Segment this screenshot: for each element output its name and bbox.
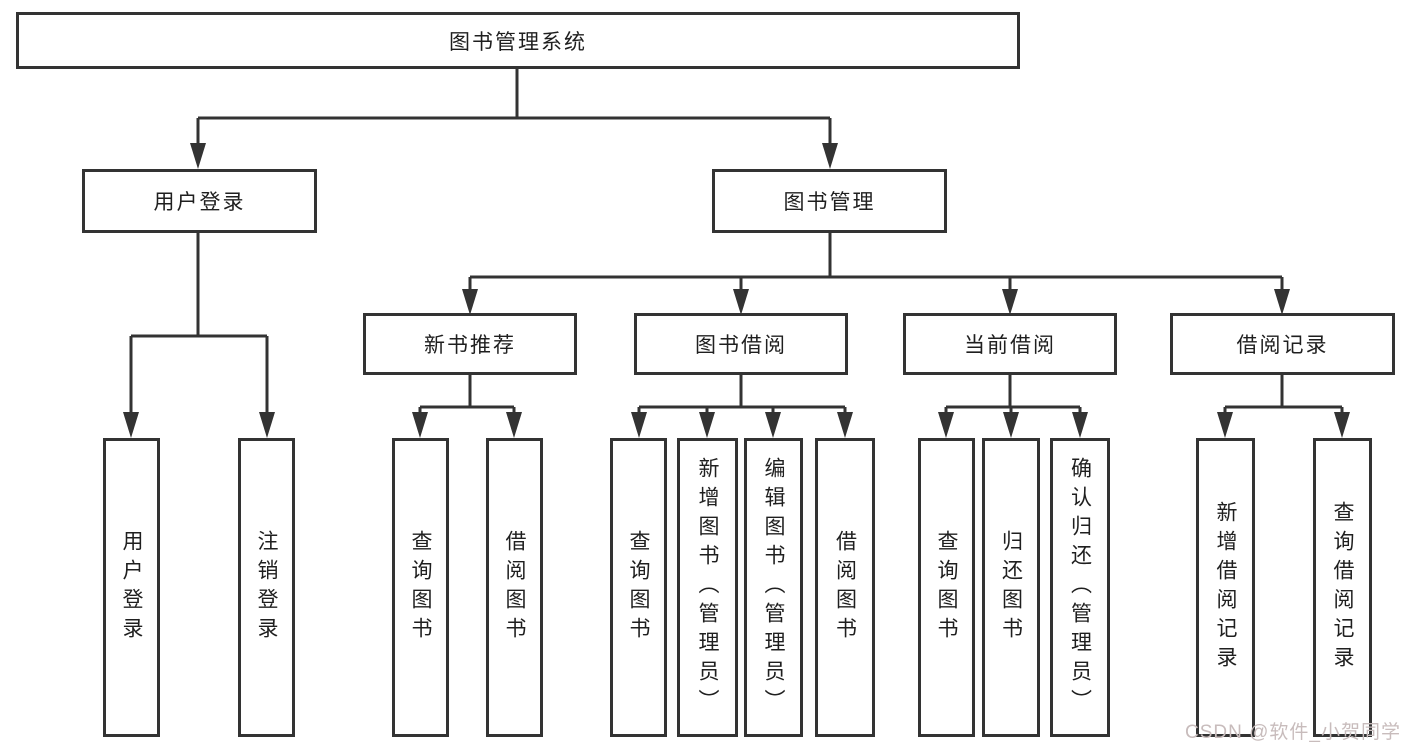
leaf-logout: 注销登录 — [238, 438, 295, 737]
leaf-borrow-books: 借阅图书 — [815, 438, 875, 737]
node-borrowing-records: 借阅记录 — [1170, 313, 1395, 375]
leaf-query-borrow-record: 查询借阅记录 — [1313, 438, 1372, 737]
leaf-add-borrow-record: 新增借阅记录 — [1196, 438, 1255, 737]
node-book-management: 图书管理 — [712, 169, 947, 233]
leaf-user-login: 用户登录 — [103, 438, 160, 737]
node-book-borrowing: 图书借阅 — [634, 313, 848, 375]
node-borrowing-records-label: 借阅记录 — [1236, 334, 1329, 357]
leaf-query-borrow-record-label: 查询借阅记录 — [1331, 500, 1354, 675]
leaf-add-book-admin: 新增图书（管理员） — [677, 438, 738, 737]
node-current-borrowing: 当前借阅 — [903, 313, 1117, 375]
leaf-confirm-return-admin-label: 确认归还（管理员） — [1068, 457, 1092, 718]
leaf-add-book-admin-label: 新增图书（管理员） — [696, 457, 719, 718]
leaf-add-borrow-record-label: 新增借阅记录 — [1214, 500, 1237, 675]
node-user-login-label: 用户登录 — [153, 191, 246, 214]
leaf-borrow-books-label: 借阅图书 — [833, 529, 857, 646]
leaf-query-books-recommend-label: 查询图书 — [409, 529, 432, 646]
leaf-borrow-books-recommend: 借阅图书 — [486, 438, 543, 737]
leaf-query-books-current: 查询图书 — [918, 438, 975, 737]
leaf-query-books-borrowing-label: 查询图书 — [627, 529, 650, 646]
leaf-user-login-label: 用户登录 — [120, 529, 143, 646]
csdn-watermark: CSDN @软件_小贺同学 — [1185, 722, 1401, 743]
leaf-logout-label: 注销登录 — [255, 529, 278, 646]
node-library-management-system-label: 图书管理系统 — [449, 30, 587, 54]
leaf-return-books: 归还图书 — [982, 438, 1040, 737]
leaf-borrow-books-recommend-label: 借阅图书 — [503, 529, 526, 646]
node-user-login: 用户登录 — [82, 169, 317, 233]
leaf-confirm-return-admin: 确认归还（管理员） — [1050, 438, 1110, 737]
leaf-edit-book-admin: 编辑图书（管理员） — [744, 438, 803, 737]
node-current-borrowing-label: 当前借阅 — [964, 334, 1056, 357]
leaf-query-books-current-label: 查询图书 — [935, 529, 958, 646]
node-new-book-recommend: 新书推荐 — [363, 313, 577, 375]
node-book-borrowing-label: 图书借阅 — [695, 334, 787, 357]
leaf-query-books-borrowing: 查询图书 — [610, 438, 667, 737]
leaf-query-books-recommend: 查询图书 — [392, 438, 449, 737]
node-book-management-label: 图书管理 — [783, 191, 876, 214]
leaf-return-books-label: 归还图书 — [999, 529, 1023, 646]
node-new-book-recommend-label: 新书推荐 — [424, 334, 516, 357]
leaf-edit-book-admin-label: 编辑图书（管理员） — [762, 457, 785, 718]
node-library-management-system: 图书管理系统 — [16, 12, 1020, 69]
